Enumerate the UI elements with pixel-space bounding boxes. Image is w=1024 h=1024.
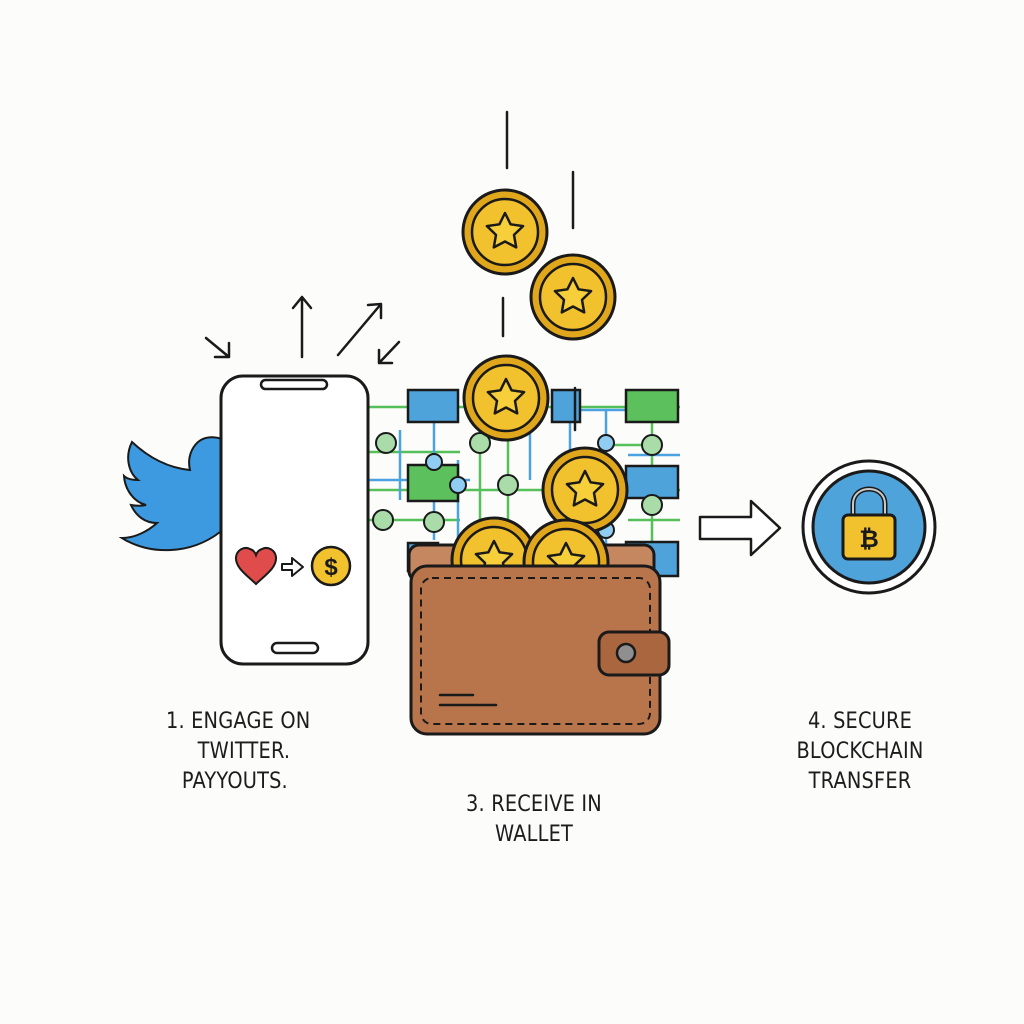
- network-node: [449, 476, 467, 494]
- network-node: [425, 453, 443, 471]
- network-node: [469, 432, 491, 454]
- step-4-line-3: TRANSFER: [808, 769, 912, 794]
- network-node: [597, 434, 615, 452]
- network-node: [375, 432, 397, 454]
- dollar-symbol: $: [324, 554, 338, 581]
- step-1-line-3: PAYYOUTS.: [181, 769, 288, 794]
- arrow-right-icon: [281, 557, 304, 577]
- star-coin-icon: [461, 188, 549, 276]
- lock-body: [841, 513, 897, 561]
- network-node: [641, 494, 663, 516]
- star-coin-icon: [541, 446, 629, 534]
- star-coin-icon: [529, 253, 617, 341]
- network-node: [372, 509, 394, 531]
- wallet-clasp: [597, 630, 671, 677]
- network-block: [624, 464, 680, 500]
- step-4-line-1: 4. SECURE: [807, 709, 913, 734]
- phone-home-bar: [270, 641, 320, 655]
- step-3-line-1: 3. RECEIVE IN: [466, 792, 602, 817]
- arrow-in-right-icon: [377, 340, 401, 365]
- step-4-line-2: BLOCKCHAIN: [796, 739, 924, 764]
- arrow-in-left-icon: [204, 336, 231, 359]
- network-block: [624, 388, 680, 424]
- network-node: [423, 511, 445, 533]
- smartphone: $: [219, 374, 370, 666]
- bitcoin-symbol: ₿: [859, 525, 879, 553]
- step-1-line-1: 1. ENGAGE ON: [166, 709, 311, 734]
- step-1-line-2: TWITTER.: [197, 739, 291, 764]
- phone-speaker: [259, 378, 329, 391]
- bitcoin-padlock-icon: ₿: [801, 459, 937, 595]
- arrow-up-icon: [291, 295, 313, 359]
- network-block: [406, 388, 460, 424]
- dollar-coin-icon: $: [310, 545, 352, 587]
- network-node: [497, 474, 519, 496]
- step-3-caption: 3. RECEIVE IN WALLET: [457, 790, 612, 850]
- step-3-line-2: WALLET: [494, 822, 574, 847]
- motion-lines: [501, 110, 577, 432]
- wallet: [407, 516, 671, 736]
- step-1-caption: 1. ENGAGE ON TWITTER. PAYYOUTS.: [166, 707, 310, 797]
- step-4-caption: 4. SECURE BLOCKCHAIN TRANSFER: [790, 707, 931, 797]
- signal-arrows: [204, 295, 401, 365]
- heart-icon: [234, 547, 278, 586]
- star-coin-icon: [462, 354, 550, 442]
- arrow-up-right-icon: [336, 302, 383, 357]
- flow-arrow-icon: [698, 499, 782, 557]
- network-node: [641, 434, 663, 456]
